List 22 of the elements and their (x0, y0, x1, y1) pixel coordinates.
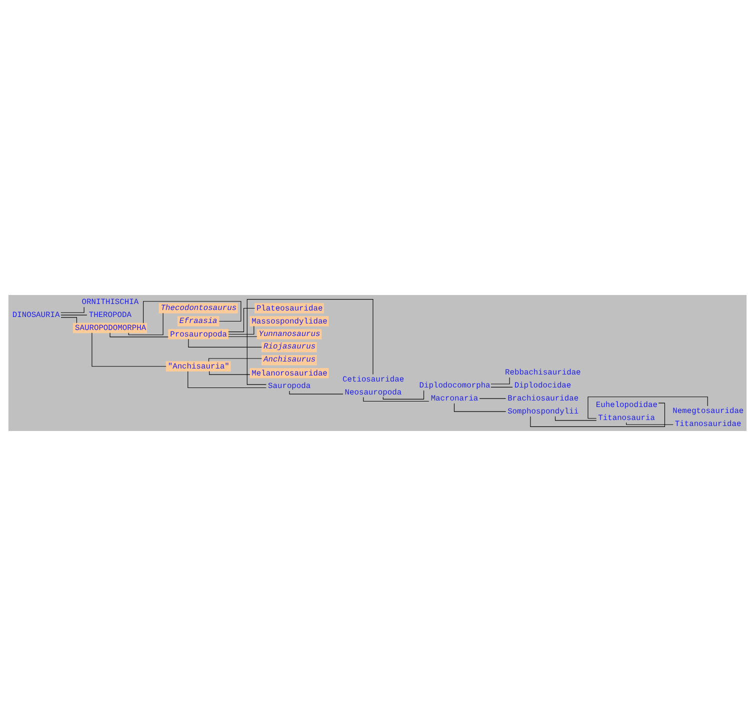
connector (128, 312, 164, 335)
connector (228, 307, 256, 332)
connector (490, 386, 513, 387)
connector (188, 338, 262, 347)
connector (554, 416, 597, 420)
connector (289, 390, 344, 394)
connector (530, 402, 666, 426)
connector (110, 332, 168, 337)
connector (188, 370, 266, 388)
connector (209, 370, 250, 374)
connector (228, 325, 254, 334)
connector (382, 390, 424, 399)
connector (363, 396, 430, 402)
connector (60, 306, 84, 312)
connector (490, 376, 510, 384)
connector (246, 298, 374, 384)
connector (92, 332, 166, 366)
connector (626, 422, 674, 424)
connector (60, 314, 88, 315)
connector (208, 358, 262, 362)
connector (588, 396, 708, 418)
connector (60, 316, 77, 323)
